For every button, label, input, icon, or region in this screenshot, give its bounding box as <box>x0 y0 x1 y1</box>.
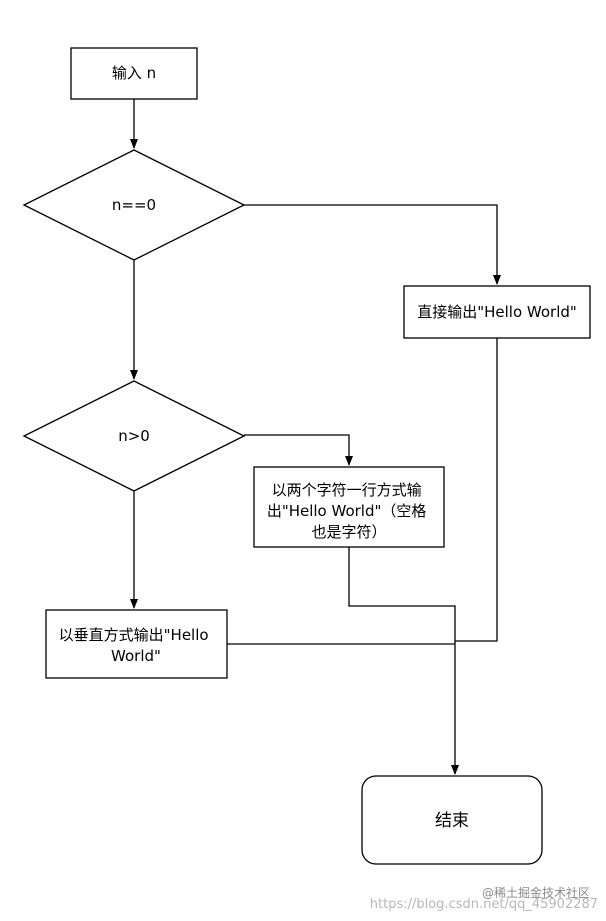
node-end: 结束 <box>361 775 543 865</box>
zero-check-diamond <box>22 149 246 261</box>
end-terminator <box>361 775 543 865</box>
edges <box>130 99 501 775</box>
direct-output-box <box>403 285 591 339</box>
watermark-site: @稀土掘金技术社区 <box>482 885 590 900</box>
row-output-line-1: 以两个字符一行方式输 <box>272 481 422 499</box>
node-vertical-output: 以垂直方式输出"Hello World" <box>45 609 228 679</box>
row-output-box <box>253 466 445 548</box>
row-output-line-2: 出"Hello World"（空格 <box>267 502 427 520</box>
vertical-output-box <box>45 609 228 679</box>
vertical-output-line-1: 以垂直方式输出"Hello <box>59 626 209 644</box>
edge-zero-check-yes-to-direct-output <box>244 204 501 285</box>
vertical-output-label: 以垂直方式输出"Hello World" <box>59 626 214 665</box>
node-zero-check: n==0 <box>22 149 246 261</box>
edge-direct-output-to-merge <box>455 338 498 642</box>
node-direct-output: 直接输出"Hello World" <box>403 285 591 339</box>
row-output-label: 以两个字符一行方式输 出"Hello World"（空格 也是字符） <box>267 481 431 541</box>
input-box <box>70 47 198 100</box>
zero-check-label: n==0 <box>112 196 156 214</box>
row-output-line-3: 也是字符） <box>311 523 386 541</box>
watermark-url: https://blog.csdn.net/qq_45902287 <box>370 897 598 912</box>
edge-positive-check-yes-to-row-output <box>244 434 353 466</box>
node-input: 输入 n <box>70 47 198 100</box>
vertical-output-line-2: World" <box>111 647 161 665</box>
end-label: 结束 <box>435 811 469 831</box>
edge-row-output-to-end <box>348 547 459 775</box>
positive-check-diamond <box>22 380 246 492</box>
positive-check-label: n>0 <box>118 427 150 445</box>
node-positive-check: n>0 <box>22 380 246 492</box>
input-label: 输入 n <box>112 64 156 82</box>
node-row-output: 以两个字符一行方式输 出"Hello World"（空格 也是字符） <box>253 466 445 548</box>
watermark: https://blog.csdn.net/qq_45902287 @稀土掘金技… <box>370 885 598 912</box>
direct-output-label: 直接输出"Hello World" <box>417 303 577 321</box>
